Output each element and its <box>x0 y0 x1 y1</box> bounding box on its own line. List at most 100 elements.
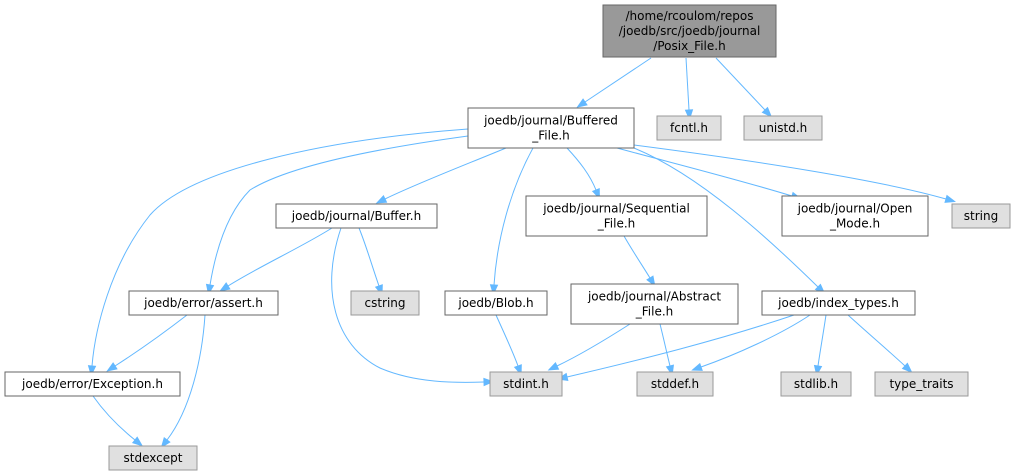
node-label: joedb/journal/Buffer.h <box>291 209 421 223</box>
node-label: joedb/error/assert.h <box>143 296 263 310</box>
edge-posix-file-to-unistd <box>715 57 766 111</box>
node-label: stdint.h <box>503 377 549 391</box>
node-label: cstring <box>364 296 405 310</box>
edge-buffered-file-to-sequential-file <box>566 147 597 191</box>
edge-posix-file-to-buffered-file <box>584 57 652 103</box>
node-stdexcept: stdexcept <box>108 445 198 471</box>
edge-blob-to-stdint <box>495 314 519 367</box>
node-label: stddef.h <box>651 377 699 391</box>
edge-buffer-to-assert-arrowhead <box>219 282 231 292</box>
node-cstring: cstring <box>350 290 420 316</box>
edge-buffer-to-stdint <box>331 227 485 383</box>
node-posix-file: /home/rcoulom/repos/joedb/src/joedb/jour… <box>602 4 777 58</box>
edge-buffer-to-assert <box>227 227 333 287</box>
node-label: joedb/journal/Abstract <box>587 290 721 304</box>
edge-index-types-to-type-traits-arrowhead <box>901 362 913 374</box>
edge-assert-to-stdexcept <box>166 314 206 441</box>
node-box <box>761 290 916 316</box>
node-label: joedb/Blob.h <box>457 296 533 310</box>
node-open-mode[interactable]: joedb/journal/Open_Mode.h <box>781 195 929 237</box>
node-label: joedb/index_types.h <box>777 296 899 310</box>
node-label: joedb/journal/Buffered <box>483 114 618 128</box>
node-box <box>602 4 777 58</box>
edge-buffered-file-to-string <box>633 144 947 200</box>
node-index-types[interactable]: joedb/index_types.h <box>761 290 916 316</box>
edge-assert-to-stdexcept-arrowhead <box>160 437 171 449</box>
node-box <box>781 195 929 237</box>
node-unistd: unistd.h <box>743 115 823 141</box>
edge-index-types-to-stddef <box>700 314 811 368</box>
node-label: stdexcept <box>124 451 183 465</box>
edge-index-types-to-type-traits <box>847 314 906 367</box>
edge-posix-file-to-fcntl-arrowhead <box>684 109 694 121</box>
node-label: joedb/error/Exception.h <box>21 377 163 391</box>
edge-index-types-to-stdint <box>566 314 795 378</box>
edge-index-types-to-stdlib <box>817 314 827 367</box>
node-label: _File.h <box>597 217 636 231</box>
edge-abstract-file-to-stdint-arrowhead <box>547 361 560 371</box>
edges-layer <box>87 57 956 449</box>
edge-index-types-to-stddef-arrowhead <box>691 362 703 371</box>
node-stddef: stddef.h <box>636 371 714 397</box>
node-label: /joedb/src/joedb/journal <box>619 24 761 38</box>
node-blob[interactable]: joedb/Blob.h <box>444 290 548 316</box>
node-box <box>467 107 635 149</box>
node-box <box>525 195 708 237</box>
edge-buffered-file-to-string-arrowhead <box>944 194 956 203</box>
edge-sequential-file-to-abstract-file-arrowhead <box>646 275 656 287</box>
edge-buffered-file-to-index-types <box>633 147 819 288</box>
node-label: stdlib.h <box>794 377 838 391</box>
nodes-layer: /home/rcoulom/repos/joedb/src/joedb/jour… <box>4 4 1011 471</box>
node-label: joedb/journal/Open <box>797 202 913 216</box>
node-box <box>636 371 714 397</box>
edge-buffer-to-cstring <box>358 227 380 287</box>
node-exception[interactable]: joedb/error/Exception.h <box>4 371 181 397</box>
edge-abstract-file-to-stddef <box>659 323 671 367</box>
edge-buffer-to-stdint-arrowhead <box>483 377 495 387</box>
node-box <box>4 371 181 397</box>
node-box <box>108 445 198 471</box>
edge-buffered-file-to-exception <box>91 128 469 367</box>
node-label: _File.h <box>635 305 674 319</box>
node-box <box>780 371 852 397</box>
node-label: _Mode.h <box>829 217 880 231</box>
node-buffer[interactable]: joedb/journal/Buffer.h <box>275 203 438 229</box>
edge-sequential-file-to-abstract-file <box>623 235 651 279</box>
edge-assert-to-exception <box>114 314 188 367</box>
edge-posix-file-to-fcntl <box>685 57 690 111</box>
node-label: /home/rcoulom/repos <box>626 9 754 23</box>
node-box <box>275 203 438 229</box>
edge-buffered-file-to-buffer <box>384 147 507 200</box>
node-box <box>128 290 279 316</box>
node-label: type_traits <box>889 377 953 391</box>
node-stdlib: stdlib.h <box>780 371 852 397</box>
node-buffered-file[interactable]: joedb/journal/Buffered_File.h <box>467 107 635 149</box>
node-box <box>951 203 1011 229</box>
node-label: string <box>964 209 998 223</box>
node-type-traits: type_traits <box>874 371 969 397</box>
node-abstract-file[interactable]: joedb/journal/Abstract_File.h <box>570 283 739 325</box>
node-box <box>350 290 420 316</box>
node-sequential-file[interactable]: joedb/journal/Sequential_File.h <box>525 195 708 237</box>
edge-buffered-file-to-buffer-arrowhead <box>375 194 388 204</box>
node-box <box>743 115 823 141</box>
node-box <box>444 290 548 316</box>
node-label: _File.h <box>531 129 570 143</box>
node-label: unistd.h <box>759 121 808 135</box>
node-box <box>656 115 722 141</box>
edge-abstract-file-to-stdint <box>556 323 631 367</box>
node-box <box>570 283 739 325</box>
node-string: string <box>951 203 1011 229</box>
edge-buffered-file-to-blob-arrowhead <box>489 284 499 296</box>
node-assert[interactable]: joedb/error/assert.h <box>128 290 279 316</box>
node-label: /Posix_File.h <box>653 39 725 53</box>
edge-buffered-file-to-blob <box>493 147 534 286</box>
edge-exception-to-stdexcept-arrowhead <box>131 436 144 447</box>
edge-exception-to-stdexcept <box>92 395 136 441</box>
node-box <box>489 371 563 397</box>
node-box <box>874 371 969 397</box>
edge-posix-file-to-buffered-file-arrowhead <box>576 98 588 108</box>
node-label: joedb/journal/Sequential <box>542 202 690 216</box>
edge-buffered-file-to-assert <box>209 135 469 286</box>
node-stdint: stdint.h <box>489 371 563 397</box>
